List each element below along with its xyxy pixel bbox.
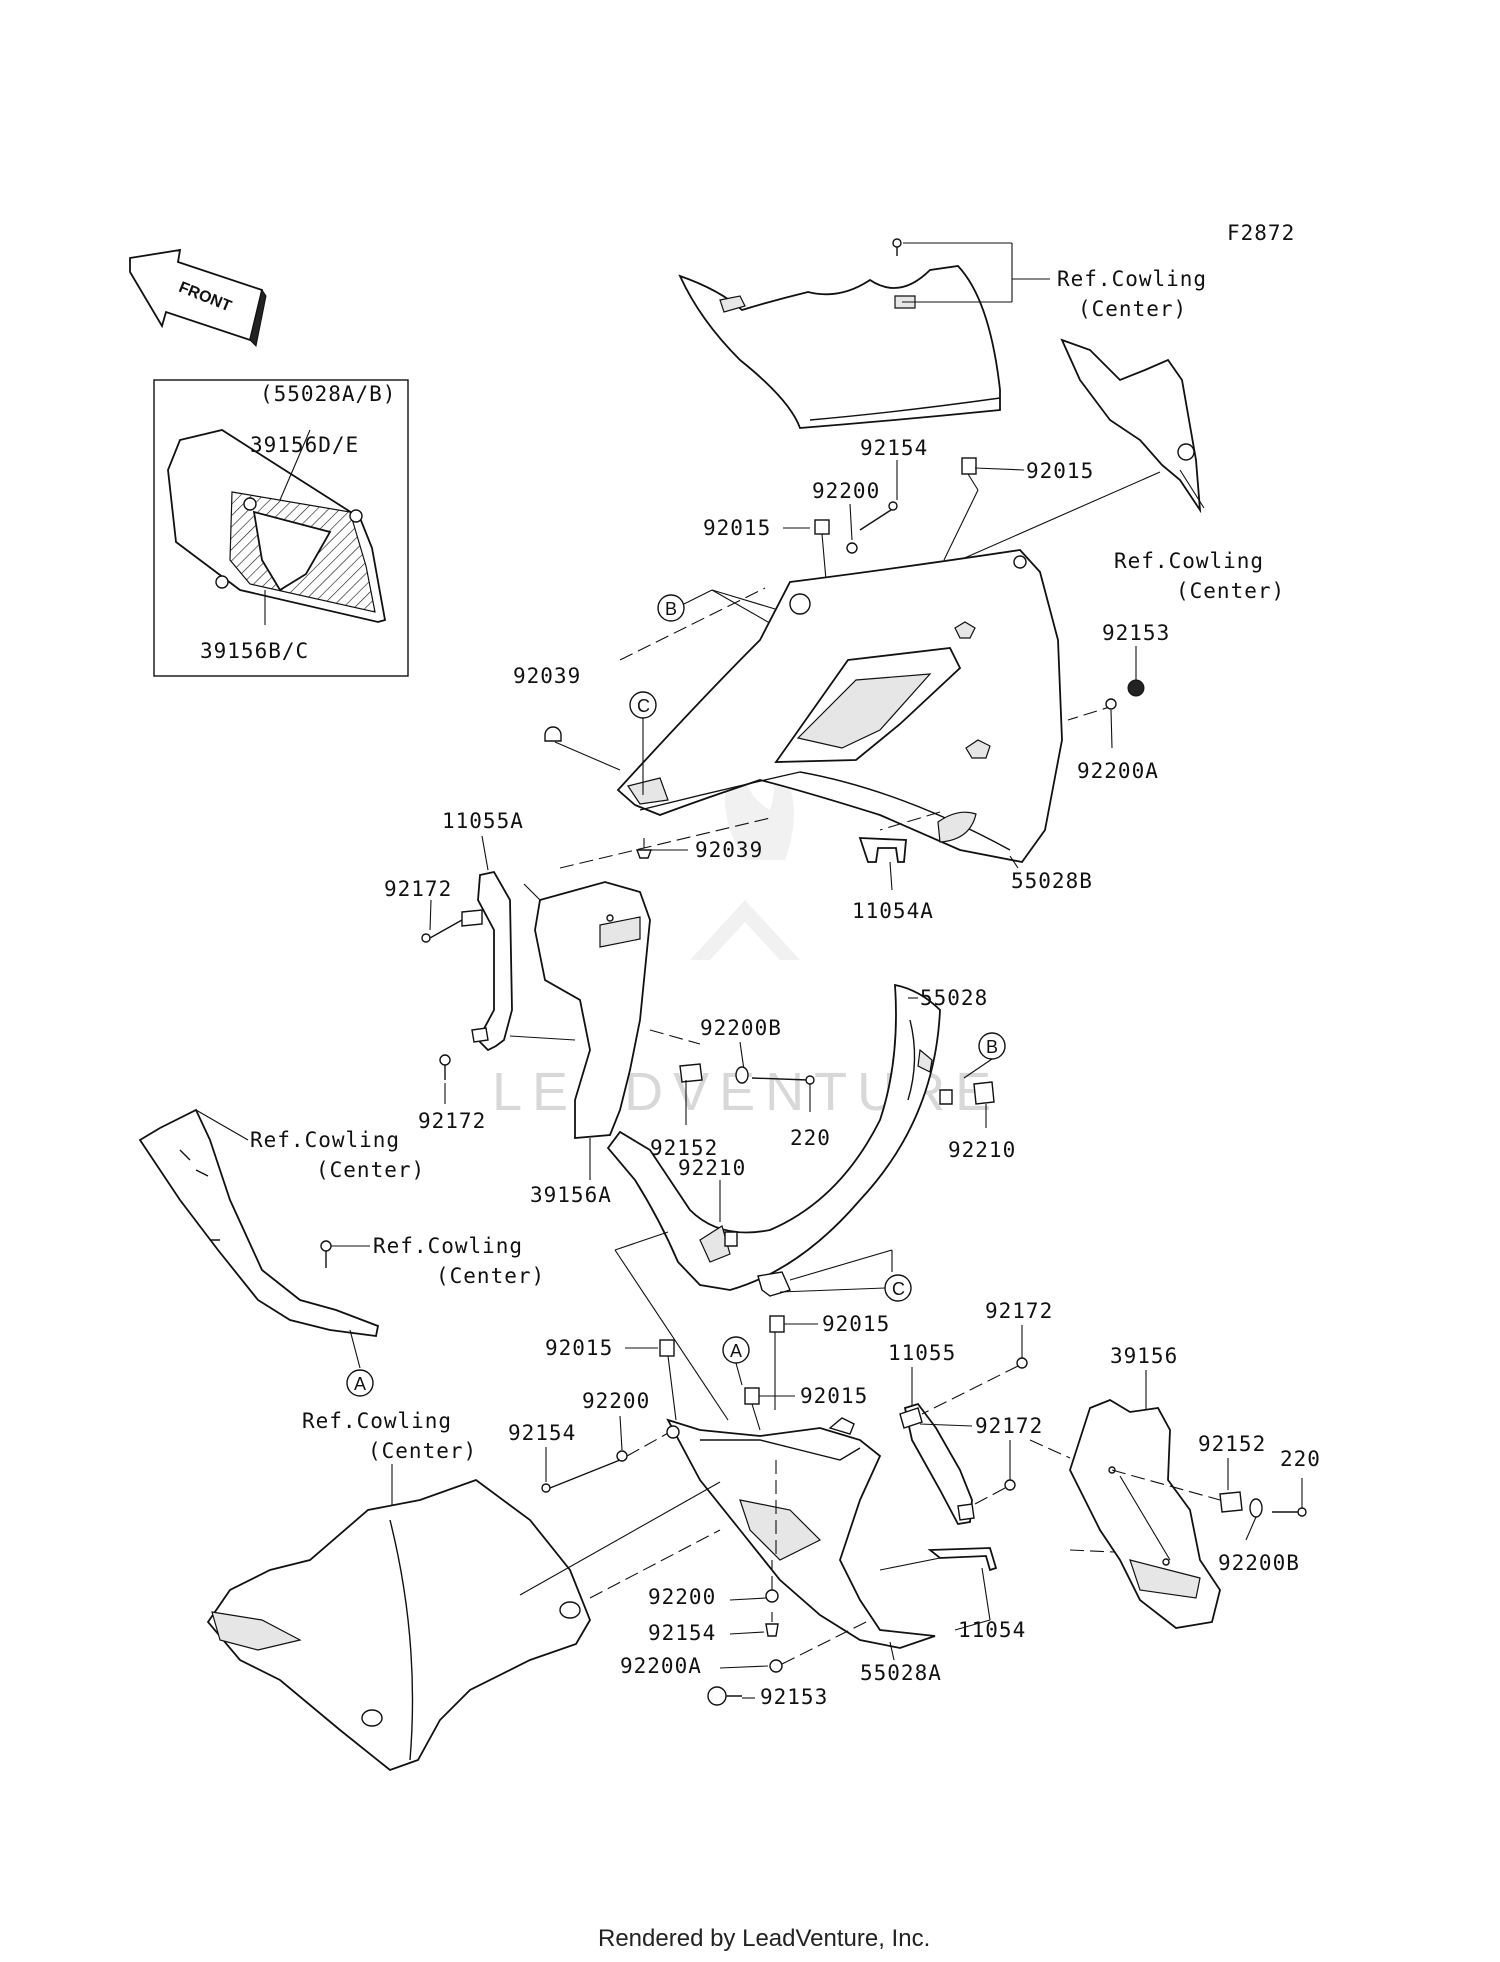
upper-fasteners: 92015 92154 92200 92015 92153 92200A [703,436,1170,783]
part-label-11055: 11055 [888,1341,956,1365]
cowling-55028: 55028 B 92210 92210 [606,983,1016,1297]
callout-b-upper: B [657,589,786,631]
part-label-92210-b: 92210 [678,1156,746,1180]
ref-label-3b: (Center) [316,1158,425,1182]
diagram-id: F2872 [1227,221,1295,245]
part-label-92154-c: 92154 [648,1621,716,1645]
brace-11055: 11055 92172 92172 [888,1299,1071,1525]
part-label-92200-b: 92200 [582,1389,650,1413]
part-label-11055A: 11055A [442,809,524,833]
part-label-92153-a: 92153 [1102,621,1170,645]
ref-cowling-top: Ref.Cowling (Center) [678,238,1207,429]
brace-11055A: 11055A 92172 92172 [384,809,524,1133]
part-label-55028A: 55028A [860,1661,942,1685]
ref-label-5b: (Center) [368,1439,477,1463]
part-label-92039-b: 92039 [695,838,763,862]
part-label-55028: 55028 [920,986,988,1010]
part-label-39156: 39156 [1110,1344,1178,1368]
part-label-55028B: 55028B [1011,869,1093,893]
part-label-92210-a: 92210 [948,1138,1016,1162]
part-label-92172-a: 92172 [384,877,452,901]
part-label-92172-d: 92172 [975,1414,1043,1438]
callout-c-upper: C 92039 92039 [513,664,763,862]
ref-label-3a: Ref.Cowling [250,1128,400,1152]
ref-label-1a: Ref.Cowling [1057,267,1207,291]
part-label-92172-c: 92172 [985,1299,1053,1323]
ref-label-2a: Ref.Cowling [1114,549,1264,573]
cowling-55028B: 55028B 11054A [616,549,1093,923]
part-label-92200A-a: 92200A [1077,759,1159,783]
part-label-92200B-a: 92200B [700,1016,782,1040]
callout-a-letter-left: A [354,1374,366,1394]
part-label-92154-b: 92154 [508,1421,576,1445]
part-label-92152-b: 92152 [1198,1432,1266,1456]
part-label-92154-a: 92154 [860,436,928,460]
part-label-220-b: 220 [1280,1447,1321,1471]
footer-credit: Rendered by LeadVenture, Inc. [598,1925,930,1952]
lower-fasteners: 92015 92015 A 92015 92200 92154 [508,1312,890,1493]
part-label-92152-a: 92152 [650,1136,718,1160]
front-arrow-icon: FRONT [129,248,267,348]
callout-b-letter-lower: B [986,1037,998,1057]
ref-label-1b: (Center) [1078,297,1187,321]
part-label-92015-d: 92015 [545,1336,613,1360]
part-label-92200A-b: 92200A [620,1654,702,1678]
callout-c-letter-lower: C [892,1279,905,1299]
part-label-92200-c: 92200 [648,1585,716,1609]
callout-c-letter-upper: C [637,696,650,716]
part-label-92015-b: 92015 [703,516,771,540]
part-label-92172-b: 92172 [418,1109,486,1133]
inset-frame [153,379,409,677]
part-label-11054A: 11054A [852,899,934,923]
center-fasteners: 92200B 92152 220 [650,1016,831,1160]
part-label-11054: 11054 [958,1618,1026,1642]
part-label-39156A: 39156A [530,1183,612,1207]
part-label-92200-a: 92200 [812,479,880,503]
part-label-220-a: 220 [790,1126,831,1150]
inset-title: (55028A/B) [260,382,396,406]
ref-label-4a: Ref.Cowling [373,1234,523,1258]
callout-a-letter-lower: A [730,1341,742,1361]
part-label-39156D-E: 39156D/E [250,433,359,457]
part-label-92200B-b: 92200B [1218,1551,1300,1575]
ref-cowling-right-bracket: Ref.Cowling (Center) [959,338,1285,603]
part-label-92015-e: 92015 [800,1384,868,1408]
ref-cowling-bottom-left: Ref.Cowling (Center) [206,1409,721,1772]
ref-label-5a: Ref.Cowling [302,1409,452,1433]
part-label-92015-c: 92015 [822,1312,890,1336]
callout-c-lower: C [614,1231,912,1421]
duct-39156: 39156 92152 92200B 220 [1069,1344,1321,1629]
ref-label-2b: (Center) [1176,579,1285,603]
part-label-92153-b: 92153 [760,1685,828,1709]
ref-cowling-left: Ref.Cowling (Center) Ref.Cowling (Center… [138,1108,545,1397]
part-label-92015-a: 92015 [1026,459,1094,483]
duct-39156A: 39156A [509,817,771,1207]
part-label-39156B-C: 39156B/C [200,639,309,663]
callout-b-letter: B [665,599,677,619]
cowling-55028A: 11054 92200 92154 92200A 92153 55028A [519,1417,1026,1709]
ref-label-4b: (Center) [436,1264,545,1288]
part-label-92039-a: 92039 [513,664,581,688]
inset-box: (55028A/B) 39156D/E 39156B/C [153,379,409,677]
